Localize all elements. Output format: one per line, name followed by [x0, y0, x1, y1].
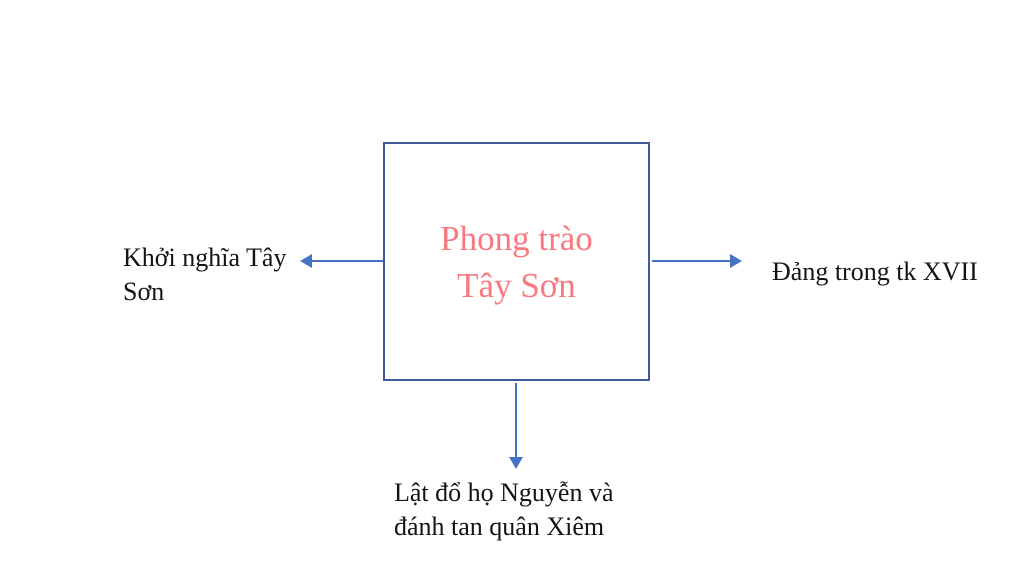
label-left-line-2: Sơn [123, 277, 165, 306]
arrow-down-icon [509, 457, 523, 469]
arrow-left-icon [300, 254, 312, 268]
arrow-right-icon [730, 254, 742, 268]
label-dang-trong-tk-xvii: Đảng trong tk XVII [772, 257, 978, 286]
label-left-line-1: Khởi nghĩa Tây [123, 243, 287, 272]
label-bottom-line-1: Lật đổ họ Nguyễn và [394, 478, 614, 507]
arrow-right-shaft [652, 260, 731, 262]
arrow-down-shaft [515, 383, 517, 457]
central-node-title-line-1: Phong trào [440, 218, 593, 258]
central-node-phong-trao-tay-son: Phong trào Tây Sơn [383, 142, 650, 381]
label-khoi-nghia-tay-son: Khởi nghĩa Tây Sơn [123, 241, 286, 309]
central-node-title-line-2: Tây Sơn [457, 265, 576, 305]
arrow-left-shaft [310, 260, 383, 262]
label-bottom-line-2: đánh tan quân Xiêm [394, 512, 605, 541]
label-lat-do-ho-nguyen: Lật đổ họ Nguyễn và đánh tan quân Xiêm [394, 476, 614, 544]
